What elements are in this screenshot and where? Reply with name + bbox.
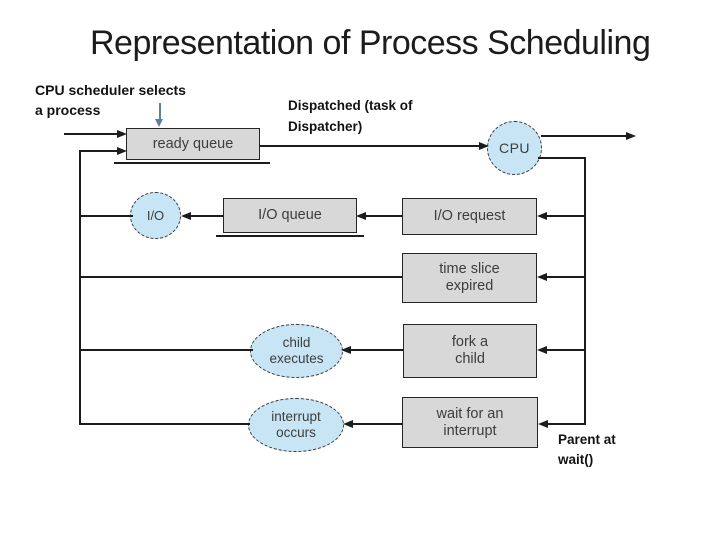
arrowhead-into-ready-queue <box>117 129 127 138</box>
annotation-line: a process <box>35 102 101 118</box>
arrowhead-into-io-request <box>537 211 547 220</box>
pointer-arrow-down-icon <box>155 119 163 127</box>
line-vertical-to-fork <box>545 349 586 352</box>
node-io-request: I/O request <box>402 198 537 235</box>
line-left-return-vertical <box>79 150 82 425</box>
line-ready-to-cpu <box>260 145 480 148</box>
node-child-executes: child executes <box>250 324 343 378</box>
node-label-line: executes <box>269 351 324 366</box>
arrowhead-into-child-executes <box>341 345 351 354</box>
node-label-line: child <box>455 351 485 367</box>
line-vertical-to-wait <box>546 423 586 426</box>
annotation-line: wait() <box>558 452 594 467</box>
line-right-vertical <box>584 157 587 425</box>
pointer-arrow-line <box>158 103 161 120</box>
node-label-line: wait for an <box>436 405 504 422</box>
node-label: CPU <box>498 140 531 156</box>
annotation-line: Parent at <box>558 432 616 447</box>
node-io-queue: I/O queue <box>223 198 357 233</box>
line-timeslice-return <box>80 276 402 279</box>
arrowhead-into-cpu <box>479 141 489 150</box>
node-time-slice-expired: time slice expired <box>402 253 537 303</box>
node-io: I/O <box>130 192 181 239</box>
line-vertical-to-timeslice <box>545 276 586 279</box>
line-new-process <box>64 133 119 136</box>
arrowhead-cpu-exit <box>626 131 636 140</box>
annotation-parent-wait: Parent at wait() <box>558 430 616 470</box>
node-label: time slice expired <box>439 261 499 295</box>
annotation-line: Dispatcher) <box>288 119 363 134</box>
node-label-line: expired <box>445 278 494 294</box>
line-return-to-ready-queue <box>79 150 119 153</box>
line-interrupt-return <box>80 423 250 426</box>
queue-underline <box>114 162 270 164</box>
node-interrupt-occurs: interrupt occurs <box>248 398 344 452</box>
node-fork-a-child: fork a child <box>403 324 537 378</box>
annotation-cpu-scheduler: CPU scheduler selects a process <box>35 80 186 120</box>
annotation-line: Dispatched (task of <box>288 98 413 113</box>
arrowhead-into-interrupt-occurs <box>343 419 353 428</box>
line-iorequest-to-ioqueue <box>365 215 402 218</box>
node-label-line: time slice <box>439 261 500 277</box>
node-ready-queue: ready queue <box>126 128 260 160</box>
node-cpu: CPU <box>487 121 542 175</box>
line-fork-to-child <box>351 349 403 352</box>
node-label-line: fork a <box>451 334 489 350</box>
arrowhead-into-wait <box>538 419 548 428</box>
queue-underline <box>216 235 364 237</box>
node-label: I/O request <box>433 208 506 224</box>
node-label: wait for an interrupt <box>437 406 504 440</box>
node-label: ready queue <box>152 135 234 152</box>
node-label-line: interrupt <box>443 422 497 439</box>
node-label: I/O queue <box>258 207 322 223</box>
line-io-return <box>80 215 133 218</box>
arrowhead-into-fork <box>537 345 547 354</box>
node-label-line: occurs <box>276 425 316 440</box>
node-wait-for-interrupt: wait for an interrupt <box>402 397 538 448</box>
node-label: interrupt occurs <box>271 409 321 441</box>
node-label: I/O <box>146 207 165 223</box>
node-label: fork a child <box>452 334 488 368</box>
line-child-return <box>80 349 253 352</box>
page-title: Representation of Process Scheduling <box>90 24 651 62</box>
annotation-line: CPU scheduler selects <box>35 82 186 98</box>
node-label: child executes <box>269 335 323 367</box>
arrowhead-into-io-queue <box>356 211 366 220</box>
line-vertical-to-iorequest <box>545 215 586 218</box>
line-cpu-exit <box>541 135 627 138</box>
line-wait-to-interrupt <box>352 423 402 426</box>
line-cpu-to-vertical <box>538 157 586 160</box>
arrowhead-into-time-slice <box>537 272 547 281</box>
node-label-line: child <box>282 335 311 350</box>
arrowhead-into-io <box>181 211 191 220</box>
line-ioqueue-to-io <box>190 215 223 218</box>
arrowhead-return-ready-queue <box>117 146 127 155</box>
node-label-line: interrupt <box>271 409 321 424</box>
annotation-dispatched: Dispatched (task of Dispatcher) <box>288 95 413 137</box>
